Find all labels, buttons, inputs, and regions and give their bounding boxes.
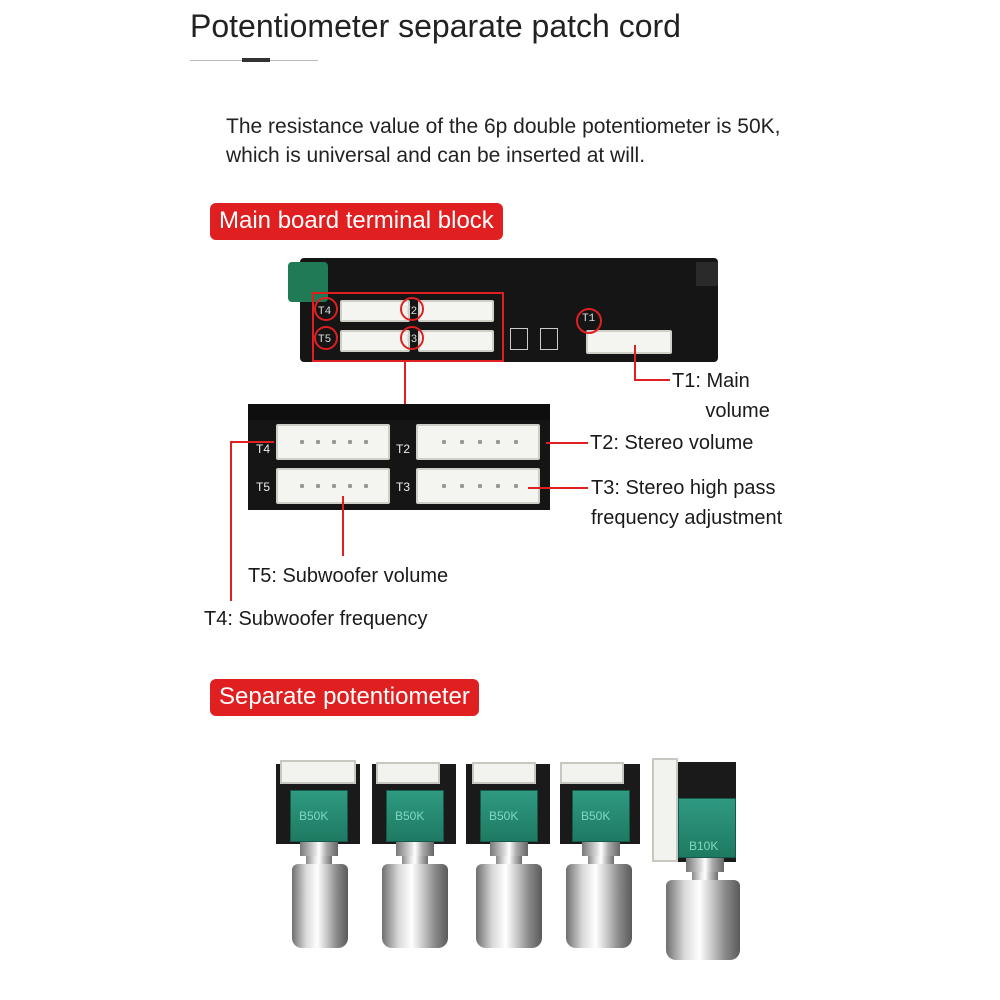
pot-body-image: B50K (290, 790, 348, 842)
potentiometer-module: B50K (272, 758, 362, 958)
callout-t5: T5: Subwoofer volume (248, 565, 449, 587)
pot-connector-image (652, 758, 678, 862)
leader-line (230, 441, 274, 443)
page-title: Potentiometer separate patch cord (190, 8, 681, 44)
pot-body-image: B50K (386, 790, 444, 842)
highlight-circle (400, 326, 424, 350)
main-board-image: T4 T5 T2 T3 T1 (288, 258, 718, 362)
callout-t1: T1: Main volume (672, 370, 770, 422)
zoomed-board-image: T4 T5 T2 T3 (248, 404, 550, 510)
highlight-circle (400, 297, 424, 321)
section-tag-separate-pot: Separate potentiometer (210, 679, 479, 716)
potentiometer-module: B50K (462, 758, 552, 958)
leader-line (404, 362, 406, 404)
zoomed-connector-t5 (276, 468, 390, 504)
title-divider-accent (242, 58, 270, 62)
highlight-circle (314, 297, 338, 321)
pot-value-label: B50K (299, 809, 329, 823)
silk-t4: T4 (256, 442, 271, 456)
pot-value-label: B10K (689, 839, 719, 853)
callout-t2: T2: Stereo volume (590, 432, 754, 454)
pot-connector-image (376, 762, 440, 784)
leader-line (546, 442, 588, 444)
pot-body-image: B50K (480, 790, 538, 842)
section-tag-main-board: Main board terminal block (210, 203, 503, 240)
highlight-circle (576, 308, 602, 334)
potentiometer-module: B50K (368, 758, 458, 958)
knob-image (476, 864, 542, 948)
pot-body-image: B50K (572, 790, 630, 842)
pot-value-label: B50K (581, 809, 611, 823)
callout-t4: T4: Subwoofer frequency (204, 608, 428, 630)
capacitor-image (288, 262, 328, 302)
leader-line (634, 345, 636, 381)
knob-image (566, 864, 632, 948)
leader-line (342, 496, 344, 556)
pot-value-label: B50K (489, 809, 519, 823)
highlight-circle (314, 326, 338, 350)
potentiometer-module: B50K (556, 758, 646, 958)
pot-connector-image (560, 762, 624, 784)
knob-image (292, 864, 348, 948)
description-text: The resistance value of the 6p double po… (226, 115, 781, 167)
pot-value-label: B50K (395, 809, 425, 823)
knob-image (382, 864, 448, 948)
callout-t3: T3: Stereo high pass frequency adjustmen… (591, 477, 783, 529)
zoomed-connector-t2 (416, 424, 540, 460)
silk-t2: T2 (396, 442, 411, 456)
silk-t3: T3 (396, 480, 411, 494)
leader-line (230, 441, 232, 601)
selection-box (312, 292, 504, 362)
connector-t1-image (586, 330, 672, 354)
leader-line (528, 487, 588, 489)
pot-connector-image (472, 762, 536, 784)
zoomed-connector-t3 (416, 468, 540, 504)
leader-line (634, 379, 670, 381)
knob-image (666, 880, 740, 960)
zoomed-connector-t4 (276, 424, 390, 460)
silk-t5: T5 (256, 480, 271, 494)
pot-body-image: B10K (678, 798, 736, 858)
potentiometer-module: B10K (648, 756, 744, 962)
pot-connector-image (280, 760, 356, 784)
